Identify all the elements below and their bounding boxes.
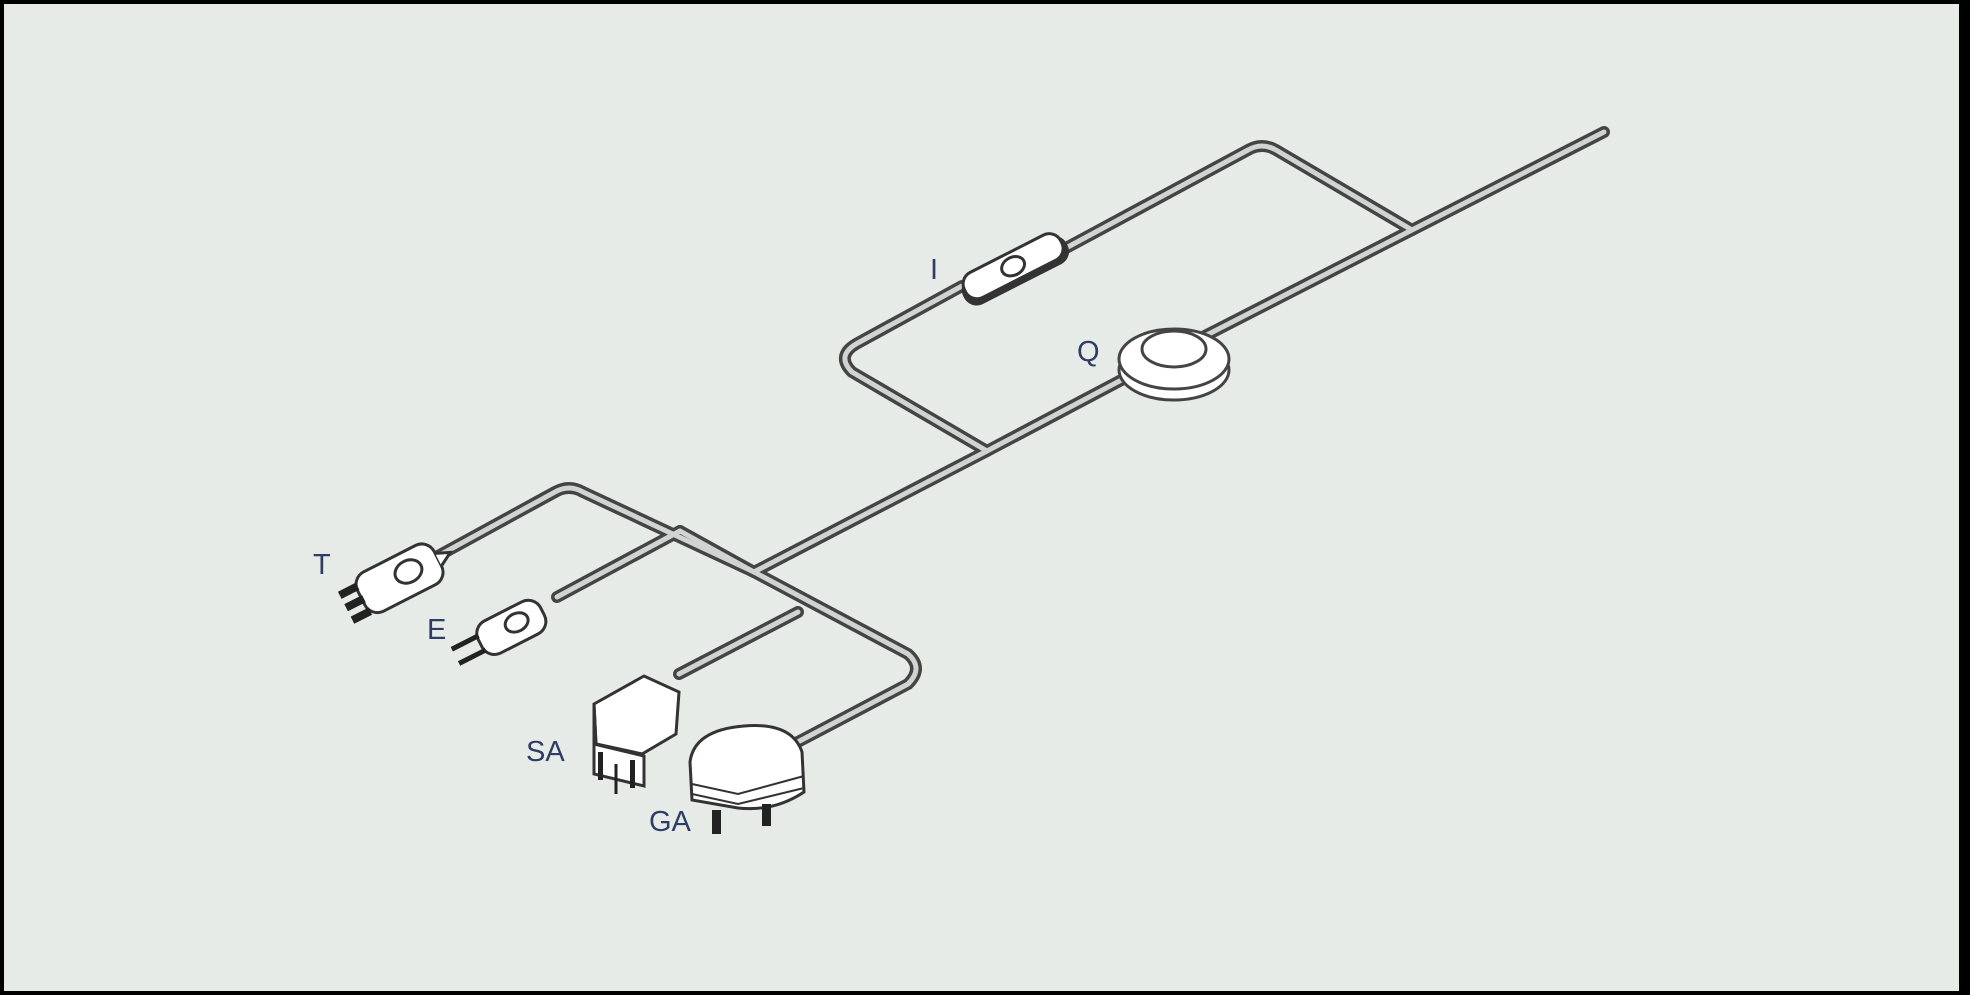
label-plug-sa: SA xyxy=(526,736,565,768)
label-plug-e: E xyxy=(427,614,447,646)
label-inline-switch: I xyxy=(930,254,939,286)
plug-sa xyxy=(592,674,681,794)
plug-e xyxy=(450,598,548,666)
label-plug-ga: GA xyxy=(649,806,691,838)
cable-diagram xyxy=(337,126,1610,834)
cable-network-inner xyxy=(435,129,1607,747)
label-foot-switch: Q xyxy=(1077,336,1100,368)
foot-switch xyxy=(1117,327,1231,402)
label-plug-t: T xyxy=(313,549,331,581)
diagram-frame: I Q T E SA GA xyxy=(4,4,1959,991)
inline-switch xyxy=(961,232,1070,306)
cable-branch-ga xyxy=(748,566,922,750)
plug-ga xyxy=(688,724,806,834)
plug-t xyxy=(337,542,454,624)
